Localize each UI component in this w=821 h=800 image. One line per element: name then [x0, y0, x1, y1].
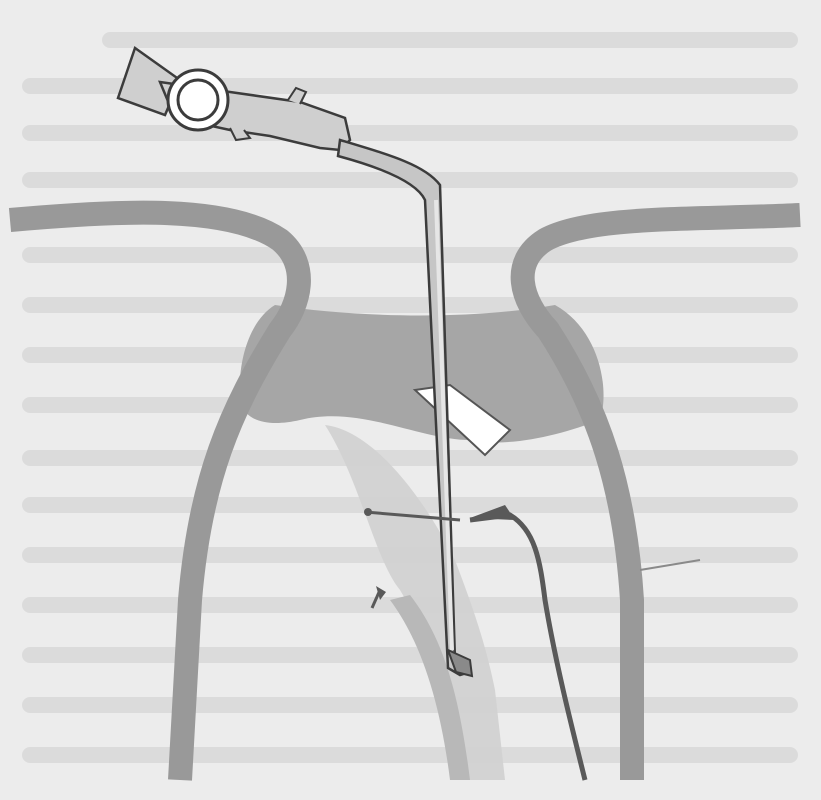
- endoscope-ring-inner: [178, 80, 218, 120]
- needle-tip: [364, 508, 372, 516]
